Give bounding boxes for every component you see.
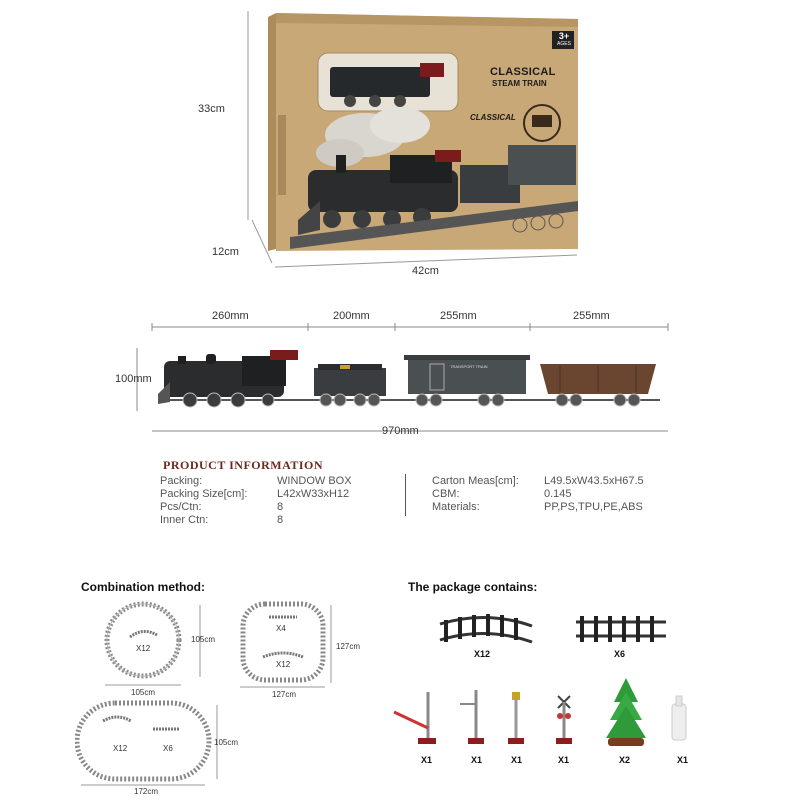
info-value-cbm: 0.145 bbox=[544, 488, 572, 500]
segment-boxcar-length: 255mm bbox=[440, 310, 477, 322]
info-label-packing: Packing: bbox=[160, 475, 203, 487]
oval-height: 105cm bbox=[214, 738, 239, 747]
square-qty-bottom: X12 bbox=[276, 660, 291, 669]
box-emblem-text: CLASSICAL bbox=[470, 113, 516, 122]
info-left-values: WINDOW BOX L42xW33xH12 8 8 bbox=[277, 475, 352, 527]
info-value-inner-ctn: 8 bbox=[277, 514, 284, 526]
box-depth-label: 12cm bbox=[212, 246, 239, 258]
train-total-length: 970mm bbox=[382, 425, 419, 437]
oval-qty-curve: X12 bbox=[113, 744, 128, 753]
product-info-title: PRODUCT INFORMATION bbox=[163, 458, 324, 472]
signal-qty: X1 bbox=[471, 755, 483, 765]
box-brand-line1: CLASSICAL bbox=[490, 66, 556, 78]
info-right-labels: Carton Meas[cm]: CBM: Materials: bbox=[432, 475, 519, 514]
curved-track-qty: X12 bbox=[474, 649, 491, 659]
oval-width: 172cm bbox=[134, 787, 159, 796]
package-title: The package contains: bbox=[408, 580, 538, 594]
package-illustration bbox=[393, 614, 687, 746]
info-value-packing-size: L42xW33xH12 bbox=[277, 488, 350, 500]
crossing-gate-qty: X1 bbox=[421, 755, 433, 765]
info-value-carton-meas: L49.5xW43.5xH67.5 bbox=[544, 475, 644, 487]
straight-track-qty: X6 bbox=[614, 649, 626, 659]
train-height-label: 100mm bbox=[115, 373, 152, 385]
square-width: 127cm bbox=[272, 690, 297, 699]
age-badge: 3+ bbox=[558, 31, 570, 41]
box-brand-line2: STEAM TRAIN bbox=[492, 79, 547, 88]
info-value-materials: PP,PS,TPU,PE,ABS bbox=[544, 501, 643, 513]
segment-hopper-length: 255mm bbox=[573, 310, 610, 322]
age-badge-sub: AGES bbox=[557, 41, 571, 47]
boxcar-text: TRANSPORT TRAIN bbox=[450, 364, 488, 369]
info-value-packing: WINDOW BOX bbox=[277, 475, 352, 487]
info-divider bbox=[405, 474, 406, 516]
crossing-sign-qty: X1 bbox=[558, 755, 570, 765]
tree-qty: X2 bbox=[619, 755, 631, 765]
info-label-inner-ctn: Inner Ctn: bbox=[160, 514, 209, 526]
layouts-illustration bbox=[75, 601, 332, 786]
segment-tender-length: 200mm bbox=[333, 310, 370, 322]
square-qty-top: X4 bbox=[276, 624, 286, 633]
info-label-materials: Materials: bbox=[432, 501, 480, 513]
lamp-post-qty: X1 bbox=[511, 755, 523, 765]
segment-engine-length: 260mm bbox=[212, 310, 249, 322]
box-height-label: 33cm bbox=[198, 103, 225, 115]
info-label-pcs-ctn: Pcs/Ctn: bbox=[160, 501, 202, 513]
square-height: 127cm bbox=[336, 642, 361, 651]
train-illustration bbox=[136, 323, 669, 432]
info-label-packing-size: Packing Size[cm]: bbox=[160, 488, 248, 500]
circle-width: 105cm bbox=[131, 688, 156, 697]
box-illustration bbox=[247, 11, 578, 268]
box-width-label: 42cm bbox=[412, 265, 439, 277]
circle-height: 105cm bbox=[191, 635, 216, 644]
info-value-pcs-ctn: 8 bbox=[277, 501, 284, 513]
circle-qty: X12 bbox=[136, 644, 151, 653]
info-right-values: L49.5xW43.5xH67.5 0.145 PP,PS,TPU,PE,ABS bbox=[544, 475, 644, 514]
info-label-carton-meas: Carton Meas[cm]: bbox=[432, 475, 519, 487]
oval-qty-straight: X6 bbox=[163, 744, 173, 753]
smoke-oil-bottle-qty: X1 bbox=[677, 755, 689, 765]
combination-title: Combination method: bbox=[81, 580, 205, 594]
info-left-labels: Packing: Packing Size[cm]: Pcs/Ctn: Inne… bbox=[160, 475, 247, 527]
info-label-cbm: CBM: bbox=[432, 488, 460, 500]
